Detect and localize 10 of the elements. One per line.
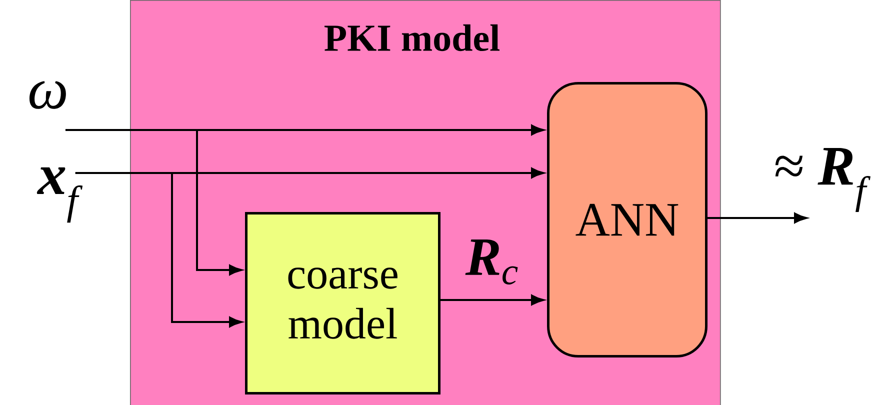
ann-box: ANN: [547, 82, 708, 358]
arrow: [75, 172, 242, 328]
edge-label: R$_{c}$: [465, 240, 518, 284]
output-label: ≈ R$_{f}$: [775, 148, 870, 212]
arrow: [65, 129, 242, 276]
coarse-model-box: coarse model: [245, 212, 440, 394]
arrow: [708, 212, 807, 224]
input-label: x$_{f}$: [36, 167, 83, 223]
arrow: [440, 294, 544, 306]
input-label: ω: [29, 81, 66, 109]
